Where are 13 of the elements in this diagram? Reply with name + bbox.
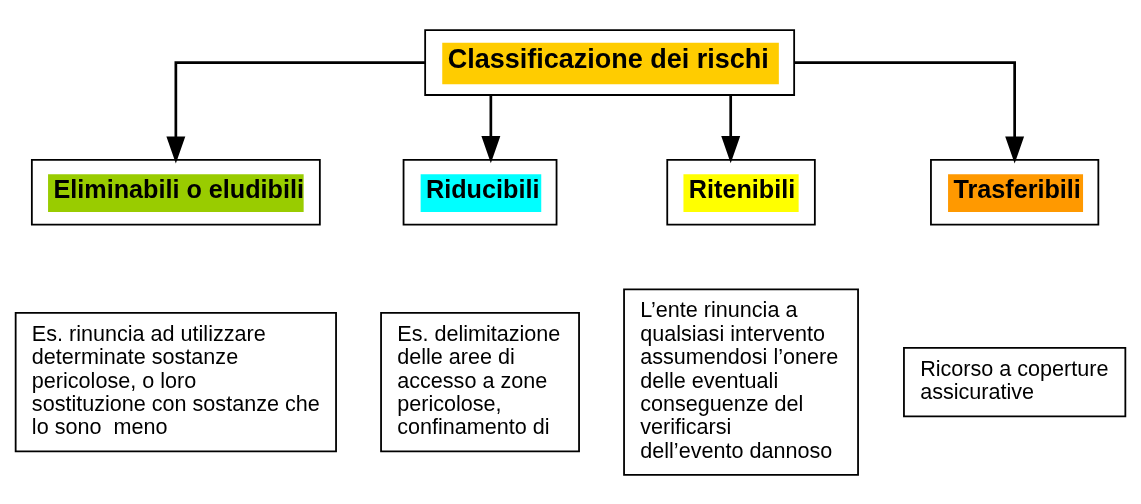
node-box: Ricorso a coperture assicurative [903, 346, 1127, 417]
node-box: Es. rinuncia ad utilizzare determinate sostanze pericolose, o loro sostituzione con sostanze che lo sono meno [14, 311, 337, 452]
node-box: Riducibili [402, 158, 558, 225]
arrow [721, 94, 741, 163]
arrow [794, 60, 1025, 164]
node-box: Es. delimitazione delle aree di accesso a zone pericolose, confinamento di [380, 311, 580, 452]
node-box: Trasferibili [930, 158, 1100, 225]
arrow [166, 60, 426, 164]
node-box: L’ente rinuncia a qualsiasi intervento assumendosi l’onere delle eventuali conseguenze del verificarsi dell’evento dannoso [623, 288, 859, 476]
node-box: Classificazione dei rischi [424, 28, 796, 96]
arrow [481, 94, 501, 163]
node-box: Eliminabili o eludibili [30, 158, 321, 225]
node-box: Ritenibili [666, 158, 816, 225]
